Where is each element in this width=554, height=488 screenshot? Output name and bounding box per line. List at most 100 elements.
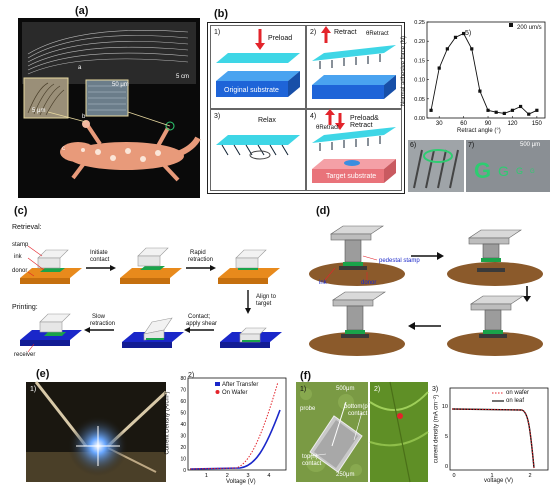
photo-f1-num: 1) xyxy=(300,386,307,393)
chart-5-point xyxy=(494,110,498,114)
chart-5-point xyxy=(535,108,539,112)
step-4-num: 4) xyxy=(310,113,317,120)
photo-f2-num: 2) xyxy=(374,386,381,393)
legend-after-transfer: After Transfer xyxy=(222,382,259,388)
step-2-num: 2) xyxy=(310,29,317,36)
retrieval-label: Retrieval: xyxy=(12,224,42,231)
initiate-label: Initiate xyxy=(90,250,108,256)
step-4-theta: θRetract xyxy=(316,125,339,131)
scale-250: 250μm xyxy=(336,472,355,478)
chart-f-xtick-label: 2 xyxy=(528,473,531,479)
steps-drawing xyxy=(216,26,396,183)
chart-5-legend: 200 um/s xyxy=(517,25,542,31)
chart-5-point xyxy=(502,111,506,115)
chart-5-point xyxy=(470,47,474,51)
step-box-3 xyxy=(210,109,306,191)
contact-shear-label-2: apply shear xyxy=(186,321,218,327)
chart-f-ytick-label: 5 xyxy=(445,434,448,440)
chart-5-xtick-label: 120 xyxy=(507,121,518,127)
chart-5-point xyxy=(510,108,515,112)
svg-text:G: G xyxy=(474,158,491,183)
chart-f-on-wafer-curve xyxy=(451,408,535,469)
chart-f-xtick-label: 1 xyxy=(490,473,493,479)
panel-label-e: (e) xyxy=(36,368,50,380)
leaf-photo-1-img xyxy=(296,382,368,482)
chart-e-ytick-label: 40 xyxy=(180,422,186,428)
inset-7-scale: 500 μm xyxy=(520,142,541,148)
panel-label-a: (a) xyxy=(75,5,89,17)
receiver-label: receiver xyxy=(14,352,36,358)
label-c: c xyxy=(62,146,65,152)
step-2-theta: θRetract xyxy=(366,31,389,37)
probe-label: probe xyxy=(300,406,316,412)
chart-e-legend-red xyxy=(215,390,220,394)
ink-label: ink xyxy=(14,254,22,260)
slow-label: Slow xyxy=(92,314,106,320)
legend-on-leaf-f: on leaf xyxy=(506,398,525,404)
rapid-label: Rapid xyxy=(190,250,206,256)
chart-5-ytick-label: 0.10 xyxy=(414,78,425,84)
chart-5-ytick-label: 0.00 xyxy=(414,116,425,122)
photo-e-num: 1) xyxy=(30,386,37,393)
chart-e-ytick-label: 80 xyxy=(180,376,186,382)
stamp-label: stamp xyxy=(12,242,29,248)
panel-d-drawing xyxy=(309,225,543,356)
chart-5-ytick-label: 0.20 xyxy=(414,39,425,45)
contact-shear-label-1: Contact; xyxy=(188,314,211,320)
chart-e-frame xyxy=(187,377,287,471)
step-4-sub: Target substrate xyxy=(326,173,377,180)
inset-6-img xyxy=(413,149,459,189)
chart-e-ytick-label: 0 xyxy=(183,468,186,474)
step-3-num: 3) xyxy=(214,113,221,120)
chart-5-point xyxy=(437,66,441,70)
step-box-1 xyxy=(210,25,306,109)
contact-label: contact xyxy=(90,257,110,263)
panel-c-drawing xyxy=(20,245,282,353)
panel-label-b: (b) xyxy=(214,8,229,20)
step-1-label: Preload xyxy=(268,35,293,42)
chart-5-point xyxy=(518,104,523,109)
chart-5-point xyxy=(453,35,458,39)
donor-d-label: donor xyxy=(361,280,377,286)
chart-e-xlabel: Voltage (V) xyxy=(226,479,256,485)
chart-e-ytick-label: 60 xyxy=(180,399,186,405)
legend-on-wafer-f: on wafer xyxy=(506,390,530,396)
panel-d: pedestal stamp ink donor xyxy=(305,216,550,362)
chart-e-after-transfer-curve xyxy=(189,409,281,470)
svg-text:G: G xyxy=(530,169,535,175)
svg-text:G: G xyxy=(498,163,509,179)
chart-f-on-leaf-curve xyxy=(451,408,535,469)
panel-label-d: (d) xyxy=(316,205,331,217)
chart-f-ylabel: current density (mA cm⁻²) xyxy=(433,394,440,464)
chart-e-ylabel: Current Density (A/cm²) xyxy=(164,391,171,455)
chart-5-point xyxy=(478,89,482,93)
chart-5-xtick-label: 90 xyxy=(485,121,492,127)
chart-e-ytick-label: 50 xyxy=(180,411,186,417)
panel-label-f: (f) xyxy=(300,370,311,382)
align-label-1: Align to xyxy=(256,294,277,300)
chart-f-xlabel: voltage (V) xyxy=(484,478,514,484)
step-1-sub: Original substrate xyxy=(224,87,279,94)
step-3-label: Relax xyxy=(258,117,276,124)
chart-5-line xyxy=(430,32,538,115)
scale-main: 5 cm xyxy=(176,74,190,80)
chart-5-point xyxy=(462,31,466,36)
step-1-num: 1) xyxy=(214,29,221,36)
chart-5-num: 5) xyxy=(465,30,472,37)
chart-5-ytick-label: 0.05 xyxy=(414,97,425,103)
leaf-photo-1: 1) probe 500μm top(n) contact 250μm xyxy=(296,382,368,482)
led-photo-img xyxy=(26,381,168,482)
inset-6-num: 6) xyxy=(410,142,417,149)
leaf-photo-2: 2) bottom(p) contact xyxy=(344,381,429,483)
top-contact-2: contact xyxy=(302,461,322,467)
label-b: b xyxy=(82,114,86,120)
panel-c: Retrieval: stamp ink donor Initiate cont… xyxy=(10,218,295,360)
printing-label: Printing: xyxy=(12,304,38,311)
slow-retraction-label: retraction xyxy=(90,321,116,327)
